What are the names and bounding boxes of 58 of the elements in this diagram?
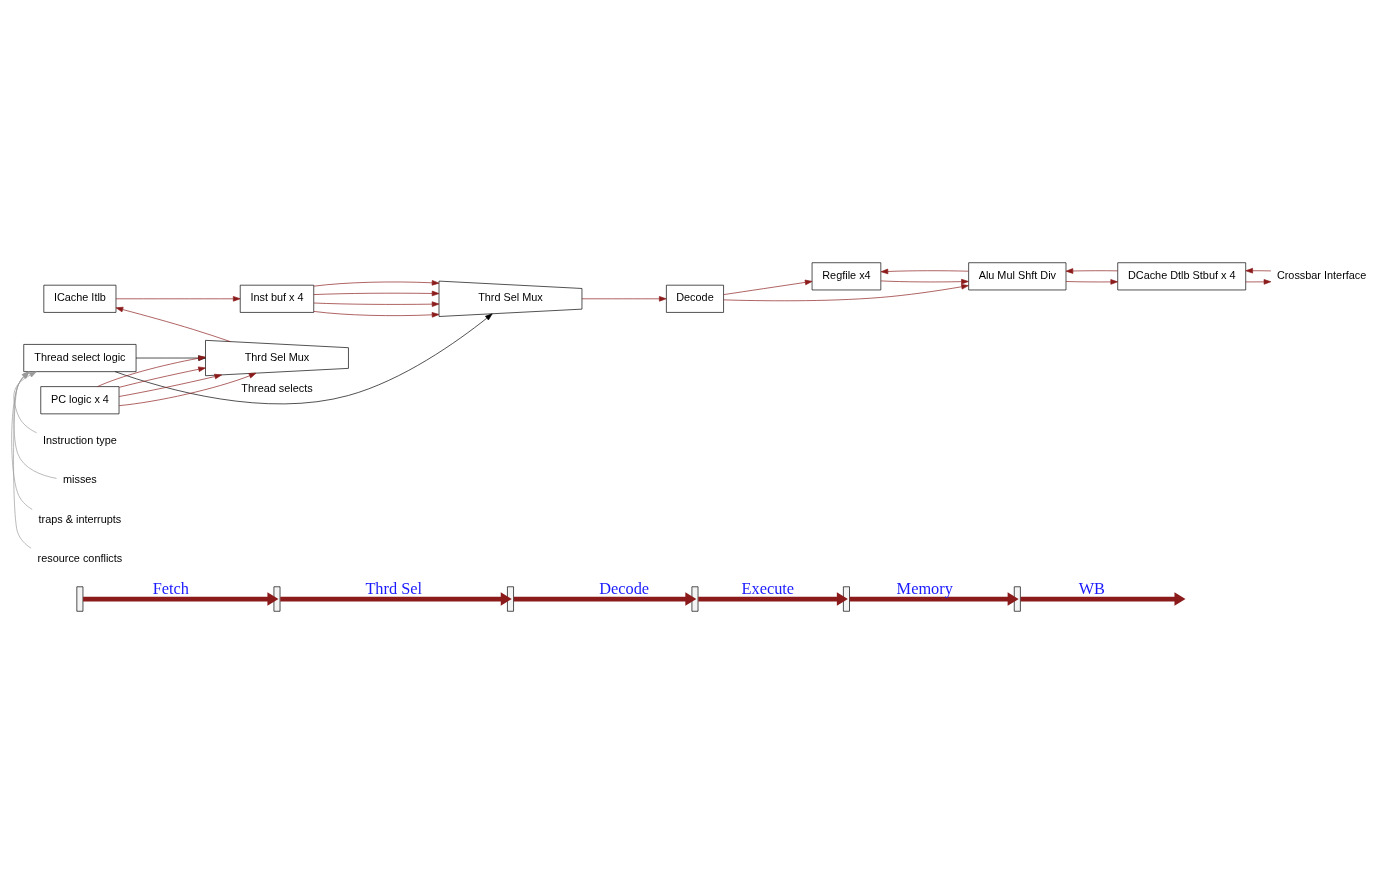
arrow xyxy=(118,366,206,388)
edge-label: Memory xyxy=(896,579,953,599)
arrow xyxy=(115,306,231,342)
arrow xyxy=(118,373,222,397)
node-box: Thrd Sel Mux xyxy=(438,280,583,317)
arrow xyxy=(1245,268,1272,274)
arrow xyxy=(1065,268,1118,274)
arrow xyxy=(115,296,241,302)
node-bar xyxy=(1013,586,1021,612)
arrow xyxy=(313,290,440,297)
arrow xyxy=(13,371,37,434)
node-text: misses xyxy=(62,473,97,486)
arrow xyxy=(118,372,257,406)
arrow xyxy=(880,278,969,285)
arrow xyxy=(513,592,697,606)
arrow xyxy=(313,280,440,287)
edge-label: Execute xyxy=(741,579,795,599)
edge-label: WB xyxy=(1078,579,1106,599)
arrow xyxy=(11,371,33,510)
node-box: DCache Dtlb Stbuf x 4 xyxy=(1117,262,1247,291)
edge-label: Decode xyxy=(599,579,650,599)
arrow xyxy=(1065,279,1118,285)
edge-label: Fetch xyxy=(152,579,189,599)
node-text: Crossbar Interface xyxy=(1276,268,1367,281)
node-box: Thread select logic xyxy=(23,344,137,372)
arrow xyxy=(723,279,813,295)
node-bar xyxy=(507,586,514,612)
node-box: ICache Itlb xyxy=(43,284,117,313)
node-box: PC logic x 4 xyxy=(40,386,120,415)
node-bar xyxy=(76,586,84,612)
node-bar xyxy=(691,586,699,612)
node-text: traps & interrupts xyxy=(38,512,122,525)
arrow xyxy=(280,592,512,606)
node-box: Alu Mul Shft Div xyxy=(968,262,1067,291)
node-text: resource conflicts xyxy=(37,552,123,565)
arrow xyxy=(313,311,440,318)
arrow xyxy=(880,268,969,275)
node-box: Regfile x4 xyxy=(811,262,882,291)
arrow xyxy=(83,592,279,606)
arrow xyxy=(97,355,206,387)
node-bar xyxy=(273,586,281,612)
arrow xyxy=(13,371,57,479)
arrow xyxy=(1245,279,1272,285)
arrow xyxy=(13,371,32,549)
node-text: Instruction type xyxy=(43,433,117,446)
arrow xyxy=(313,301,440,307)
arrow xyxy=(114,313,493,405)
arrow xyxy=(723,284,969,302)
edge-label: Thread selects xyxy=(241,381,313,394)
arrow xyxy=(849,592,1019,606)
arrow xyxy=(1007,592,1186,606)
node-box: Decode xyxy=(666,284,724,313)
node-box: Inst buf x 4 xyxy=(239,284,315,313)
arrow xyxy=(135,355,206,361)
arrow xyxy=(581,296,667,302)
node-bar xyxy=(843,586,850,612)
edge-label: Thrd Sel xyxy=(365,579,423,599)
arrow xyxy=(698,592,848,606)
